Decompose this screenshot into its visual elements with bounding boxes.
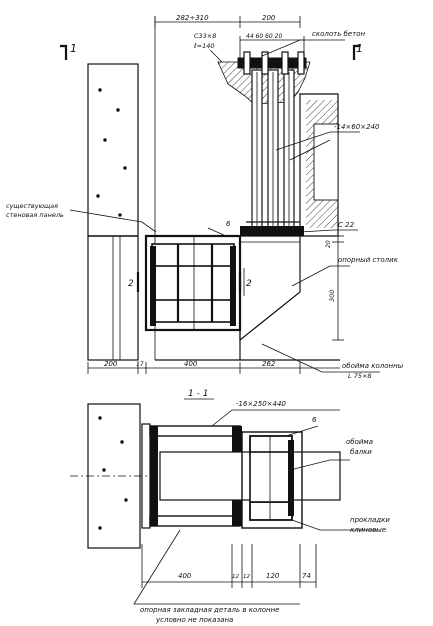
section-marks-1	[60, 44, 360, 60]
section-marks-2	[136, 268, 245, 296]
dim-bottom-17: 17	[136, 361, 144, 368]
dims-right	[332, 235, 344, 341]
top-channel	[237, 57, 307, 69]
bottom-channel-c22	[240, 226, 304, 236]
callout-chipped-concrete: сколоть бетон	[312, 30, 366, 38]
section-dim-12: 12	[232, 574, 239, 580]
callout-beam-casing-2: балки	[350, 448, 372, 456]
elevation-view	[60, 16, 380, 374]
dim-300: 300	[328, 290, 336, 302]
section-labels: 1 - 1 -16×250×440 6 обойма балки проклад…	[140, 389, 390, 624]
dim-bottom-262: 262	[262, 360, 276, 368]
section-dim-120: 120	[266, 572, 280, 580]
weld-6-left: 6	[226, 220, 231, 228]
note-embedded-2: условно не показана	[155, 616, 233, 624]
section-1-1-view	[70, 403, 378, 605]
section-beam-casing	[241, 431, 303, 529]
hanger-straps	[251, 69, 295, 229]
section-dim-400: 400	[178, 572, 192, 580]
wall-panel-top	[87, 63, 139, 237]
dim-bolt-spacing: 44 60 60 20	[246, 33, 282, 40]
top-bolts	[243, 51, 305, 75]
section-mark-2b: 2	[246, 279, 252, 289]
dim-top-right: 200	[262, 14, 276, 22]
section-dims	[141, 544, 317, 588]
callout-column-casing-spec: L 75×8	[348, 372, 372, 380]
note-embedded-1: опорная закладная деталь в колонне	[140, 606, 279, 614]
column-casing	[144, 234, 242, 332]
elevation-labels: 1 1 282÷310 200 44 60 60 20 С33×8 ℓ=140 …	[6, 14, 404, 380]
section-title: 1 - 1	[188, 389, 208, 399]
callout-support: опорный столик	[338, 256, 399, 264]
callout-shims-2: клиновые	[350, 526, 386, 534]
section-dim-12b: 12	[243, 574, 250, 580]
dim-bottom-400: 400	[184, 360, 198, 368]
callout-column-casing: обойма колонны	[342, 362, 404, 370]
section-dim-74: 74	[302, 572, 311, 580]
section-weld-6: 6	[312, 416, 317, 424]
callout-channel-22: С 22	[338, 221, 355, 229]
dim-top-left: 282÷310	[176, 14, 209, 22]
callout-channel-spec: С33×8	[194, 32, 216, 40]
dims-bottom	[87, 362, 340, 374]
section-mark-left: 1	[70, 42, 77, 55]
support-bracket	[239, 235, 301, 342]
section-leaders	[133, 409, 378, 605]
callout-existing-wall: существующая стеновая панель	[6, 202, 64, 219]
section-callout-plate: -16×250×440	[236, 400, 286, 408]
section-mark-right: 1	[356, 42, 363, 55]
callout-shims-1: прокладки	[350, 516, 390, 524]
callout-length: ℓ=140	[194, 42, 215, 50]
dim-bottom-200: 200	[104, 360, 118, 368]
wall-dots	[96, 88, 127, 217]
callout-beam-casing-1: обойма	[346, 438, 373, 446]
callout-plate: -14×60×240	[334, 123, 380, 131]
dim-20: 20	[325, 240, 332, 248]
leaders-elevation	[69, 39, 380, 373]
section-mark-2: 2	[128, 279, 134, 289]
